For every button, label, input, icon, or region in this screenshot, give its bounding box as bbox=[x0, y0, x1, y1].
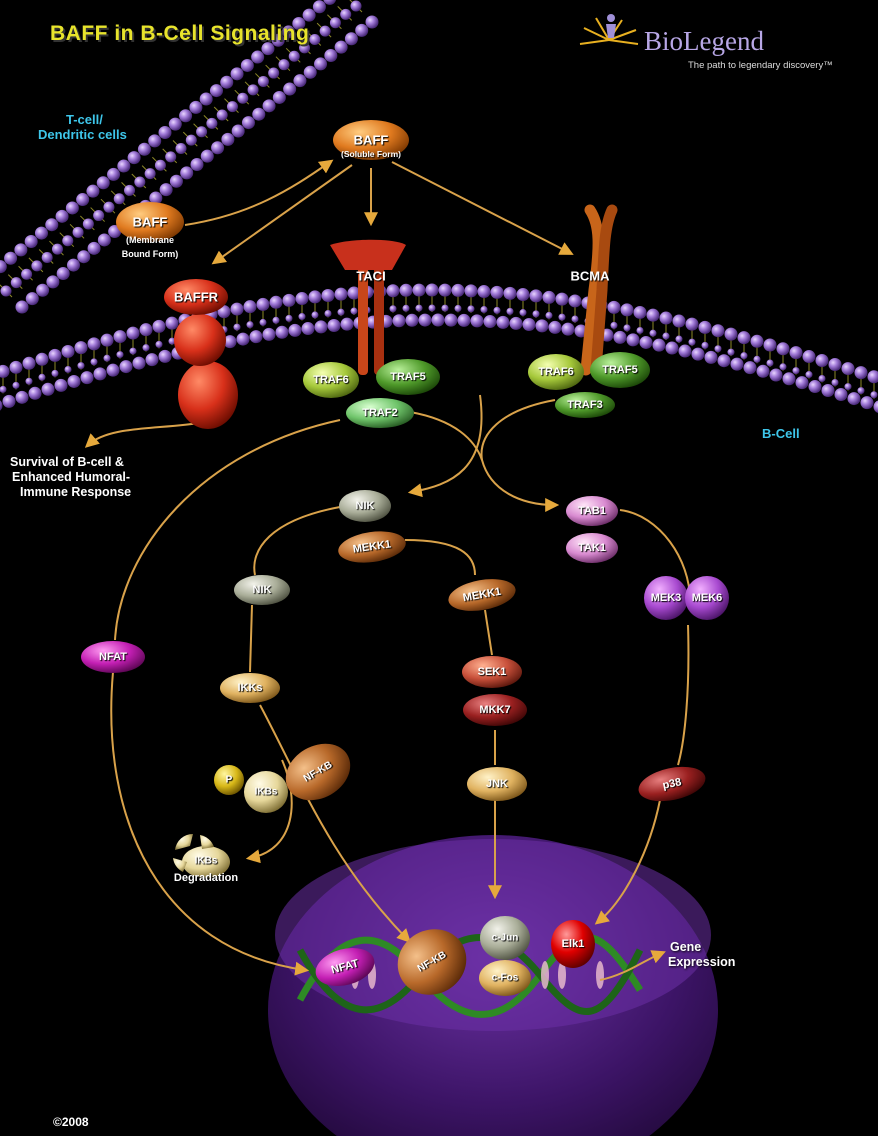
brand-tagline: The path to legendary discovery™ bbox=[688, 60, 833, 71]
nik-left-node-shape bbox=[234, 575, 290, 605]
tcell-label: T-cell/ Dendritic cells bbox=[38, 112, 127, 142]
survival-annotation: Survival of B-cell & Enhanced Humoral- I… bbox=[10, 455, 132, 499]
elk1-node-shape bbox=[551, 920, 595, 968]
traf5-taci-node-shape bbox=[376, 359, 440, 395]
receptor-taci bbox=[330, 239, 406, 375]
ikbs-node-shape bbox=[244, 771, 288, 813]
tcell-membrane bbox=[0, 0, 379, 314]
diagram-title: BAFF in B-Cell Signaling bbox=[50, 22, 310, 45]
bcell-label: B-Cell bbox=[762, 426, 800, 441]
traf6-taci-node-shape bbox=[303, 362, 359, 398]
mek6-node-shape bbox=[685, 576, 729, 620]
gene-expression-annotation: Gene Expression bbox=[668, 940, 736, 969]
tab1-node-shape bbox=[566, 496, 618, 526]
pathway-arrows bbox=[84, 159, 691, 981]
mek3-node-shape bbox=[644, 576, 688, 620]
mkk7-node-shape bbox=[463, 694, 527, 726]
phosphate-node-shape bbox=[214, 765, 244, 795]
nik-top-node-shape bbox=[339, 490, 391, 522]
nfkb-nucleus-node-shape bbox=[397, 929, 467, 995]
sek1-node-shape bbox=[462, 656, 522, 688]
baff-soluble-node-shape bbox=[333, 120, 409, 160]
nfat-cyto-node-shape bbox=[81, 641, 145, 673]
nfkb-cyto-node-shape bbox=[285, 743, 351, 801]
jnk-node-shape bbox=[467, 767, 527, 801]
baff-membrane-node-shape bbox=[116, 202, 184, 242]
ikbs-degraded-node-shape bbox=[182, 846, 230, 878]
receptor-bcma bbox=[580, 204, 618, 376]
brand-name: BioLegend bbox=[644, 26, 764, 56]
cfos-node-shape bbox=[479, 960, 531, 996]
traf3-node-shape bbox=[555, 392, 615, 418]
ikks-node-shape bbox=[220, 673, 280, 703]
traf2-node-shape bbox=[346, 398, 414, 428]
baffr-node-shape bbox=[164, 279, 228, 315]
receptor-baffr bbox=[174, 314, 238, 429]
traf5-bcma-node-shape bbox=[590, 352, 650, 388]
nfat-nucleus-node-shape bbox=[315, 947, 375, 987]
copyright: ©2008 bbox=[53, 1115, 89, 1129]
bcell-membrane bbox=[0, 283, 878, 413]
traf6-bcma-node-shape bbox=[528, 354, 584, 390]
p38-node-shape bbox=[638, 766, 706, 802]
tak1-node-shape bbox=[566, 533, 618, 563]
cjun-node-shape bbox=[480, 916, 530, 960]
biolegend-logo-icon bbox=[579, 14, 639, 45]
mekk1-top-node-shape bbox=[338, 531, 406, 563]
ikbs-degradation-fragments bbox=[173, 833, 214, 872]
mekk1-mid-node-shape bbox=[448, 579, 516, 611]
